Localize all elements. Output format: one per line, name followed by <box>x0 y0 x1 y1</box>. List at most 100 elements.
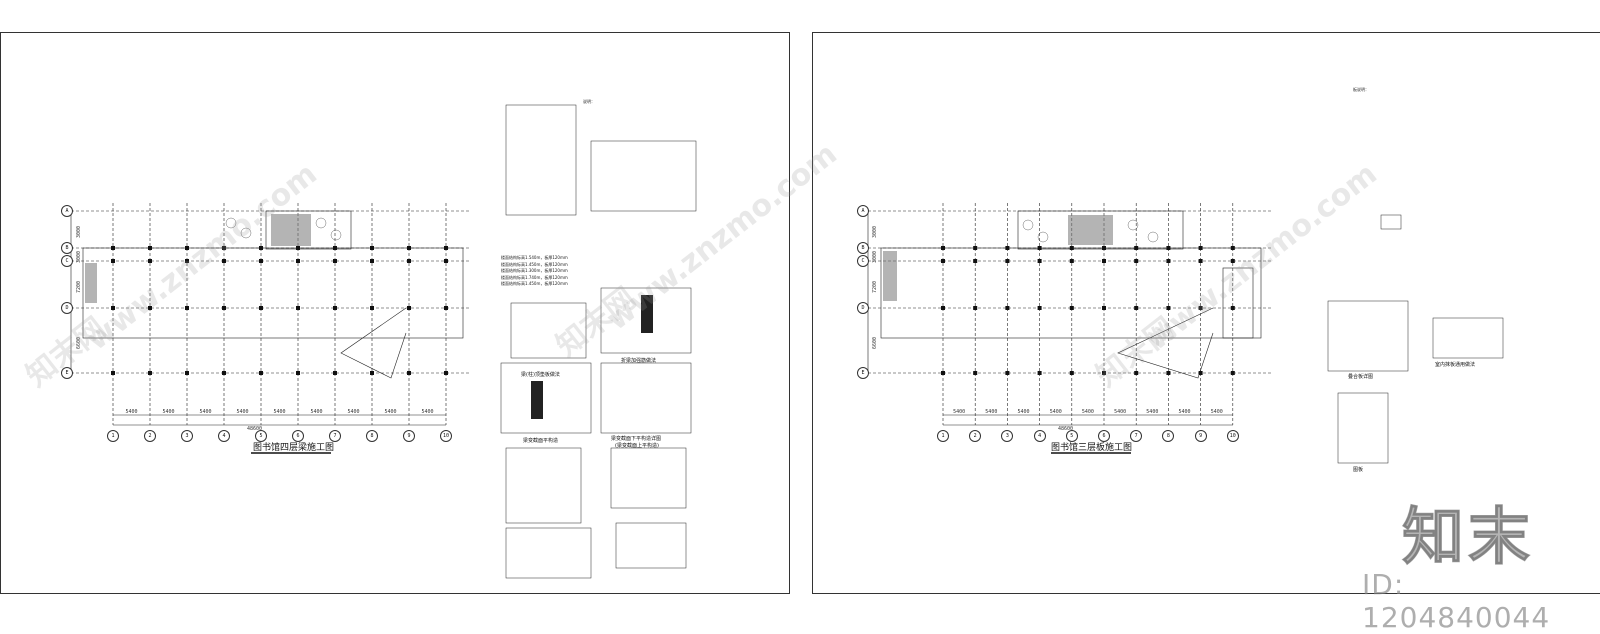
row-dimension: 3000 <box>872 250 879 264</box>
grid-bubble-column: 10 <box>440 430 452 442</box>
column-mark <box>1069 259 1074 263</box>
bay-dimension: 5400 <box>347 409 360 415</box>
bay-dimension: 5400 <box>384 409 397 415</box>
pile-symbol <box>315 217 327 229</box>
column-mark <box>1166 246 1171 250</box>
grid-bubble-column: 9 <box>403 430 415 442</box>
grid-bubble-column: 6 <box>1098 430 1110 442</box>
column-mark <box>1198 246 1203 250</box>
column-mark <box>185 259 189 263</box>
column-mark <box>259 246 263 250</box>
grid-bubble-row: C <box>61 255 73 267</box>
column-mark <box>259 306 263 310</box>
column-mark <box>407 259 411 263</box>
column-mark <box>407 246 411 250</box>
legend-item: 楼面结构标高1.540m，板厚120mm <box>501 255 568 260</box>
pile-symbol <box>225 217 237 229</box>
column-mark <box>148 259 152 263</box>
column-mark <box>407 371 411 375</box>
pile-symbol <box>1127 219 1139 231</box>
column-mark <box>222 259 226 263</box>
grid-bubble-column: 10 <box>1226 430 1239 442</box>
detail-frame-anchor <box>615 522 687 569</box>
row-dimension: 6600 <box>76 336 83 350</box>
detail-frame-interior <box>1432 317 1504 359</box>
column-mark <box>370 371 374 375</box>
column-mark <box>296 246 300 250</box>
hatch-fold-beam <box>641 295 653 333</box>
grid-bubble-column: 1 <box>937 430 949 442</box>
column-mark <box>148 371 152 375</box>
legend-item: 楼面结构标高1.450m，板厚120mm <box>501 281 568 286</box>
column-mark <box>1102 306 1106 310</box>
column-mark <box>1005 246 1010 250</box>
bay-dimension: 5400 <box>236 409 249 415</box>
grid-bubble-column: 5 <box>255 430 267 442</box>
hatch-core <box>271 214 311 246</box>
sheet-title: 图书馆四层梁施工图 <box>253 443 335 453</box>
detail-caption: 梁变截面下平构造详图 <box>611 436 662 442</box>
column-mark <box>1134 246 1139 250</box>
detail-caption: 叠合板详图 <box>1348 374 1374 380</box>
column-mark <box>1102 246 1106 250</box>
row-dimension: 7200 <box>872 280 879 294</box>
beam-plan-drawing <box>70 104 697 579</box>
column-mark <box>111 371 115 375</box>
bay-dimension: 5400 <box>1081 409 1094 415</box>
column-mark <box>1134 259 1139 263</box>
detail-frame-change-section <box>500 362 592 434</box>
slab-notes: 板说明： <box>1353 87 1483 94</box>
grid-bubble-column: 8 <box>1162 430 1175 442</box>
row-dimension: 7200 <box>76 280 83 294</box>
slab-plan-drawing <box>867 203 1504 464</box>
detail-frame-lower-flat <box>600 362 692 434</box>
detail-frame-slab <box>1327 300 1409 372</box>
bay-dimension: 5400 <box>1114 409 1127 415</box>
column-mark <box>1005 371 1010 375</box>
bay-dimension: 5400 <box>162 409 175 415</box>
column-mark <box>259 259 263 263</box>
column-mark <box>1198 371 1203 375</box>
grid-bubble-column: 3 <box>181 430 193 442</box>
column-mark <box>444 306 448 310</box>
column-mark <box>1037 306 1042 310</box>
column-mark <box>1102 259 1106 263</box>
column-mark <box>444 371 448 375</box>
stair-outline-right <box>1222 267 1254 339</box>
column-mark <box>148 306 152 310</box>
bay-dimension: 5400 <box>953 409 966 415</box>
row-dimension: 3000 <box>76 250 83 264</box>
column-mark <box>111 306 115 310</box>
column-mark <box>973 259 978 263</box>
sheet-title: 图书馆三层板施工图 <box>1051 443 1133 453</box>
detail-frame-fold-beam <box>600 287 692 354</box>
bay-dimension: 5400 <box>985 409 998 415</box>
row-dimension: 6600 <box>872 336 879 350</box>
total-dimension: 48600 <box>247 426 263 432</box>
grid-bubble-column: 7 <box>1130 430 1143 442</box>
column-mark <box>296 306 300 310</box>
grid-bubble-row: D <box>61 302 73 314</box>
column-mark <box>973 246 978 250</box>
detail-frame-joint <box>505 447 582 524</box>
column-mark <box>1230 306 1235 310</box>
column-mark <box>1037 371 1042 375</box>
building-outline <box>82 247 464 339</box>
notes-sketch <box>1380 214 1402 230</box>
bay-dimension: 5400 <box>125 409 138 415</box>
column-mark <box>407 306 411 310</box>
column-mark <box>222 246 226 250</box>
legend-list: 楼面结构标高1.540m，板厚120mm 楼面结构标高1.450m，板厚120m… <box>501 255 581 288</box>
column-mark <box>1230 259 1235 263</box>
column-mark <box>1069 246 1074 250</box>
notes-heading: 说明： <box>583 99 595 104</box>
column-mark <box>444 259 448 263</box>
grid-bubble-row: A <box>61 205 73 217</box>
bay-dimension: 5400 <box>1049 409 1062 415</box>
detail-frame-bottom <box>505 527 592 579</box>
column-mark <box>370 259 374 263</box>
hatch-stair-left <box>883 251 897 301</box>
grid-bubble-column: 9 <box>1194 430 1207 442</box>
column-mark <box>1005 306 1010 310</box>
notes-table <box>590 140 697 212</box>
